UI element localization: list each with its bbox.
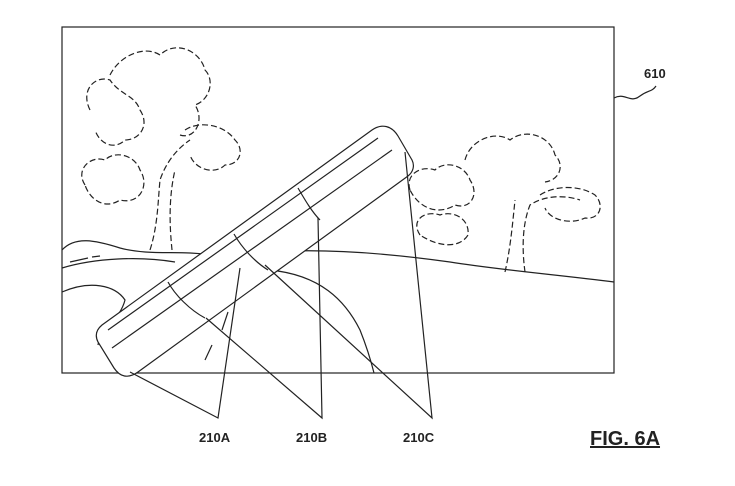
display-frame bbox=[61, 26, 615, 374]
lens-housing bbox=[95, 125, 414, 377]
label-610: 610 bbox=[644, 66, 666, 81]
label-210A: 210A bbox=[199, 430, 231, 445]
display-leader-line bbox=[613, 85, 657, 100]
figure-label: FIG. 6A bbox=[590, 428, 661, 450]
leader-210C bbox=[264, 151, 433, 420]
label-210B: 210B bbox=[296, 430, 328, 445]
right-tree bbox=[408, 133, 601, 273]
left-tree bbox=[81, 47, 241, 251]
label-210C: 210C bbox=[403, 430, 435, 445]
leader-210B bbox=[205, 217, 323, 420]
lens-assembly bbox=[95, 125, 414, 377]
leader-210A bbox=[129, 267, 241, 419]
lens-divider-c bbox=[297, 187, 321, 221]
lens-divider-b bbox=[233, 233, 269, 271]
lens-divider-a bbox=[167, 281, 206, 319]
